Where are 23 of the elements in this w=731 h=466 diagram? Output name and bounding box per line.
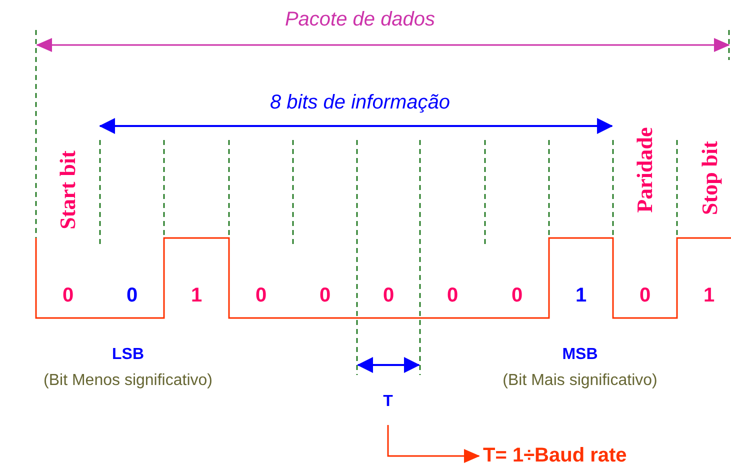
formula-label: T= 1÷Baud rate xyxy=(483,444,627,466)
bit-value: 0 xyxy=(62,284,74,308)
bit-value: 0 xyxy=(639,284,651,308)
bit-field-label: Stop bit xyxy=(697,141,723,215)
bit-value: 1 xyxy=(703,284,715,308)
bit-order-label: MSB xyxy=(562,346,598,364)
bit-field-label: Paridade xyxy=(632,127,658,213)
bit-value: 0 xyxy=(126,284,138,308)
bit-value: 0 xyxy=(511,284,523,308)
dimension-label: Pacote de dados xyxy=(284,8,436,32)
period-label: T xyxy=(383,393,393,411)
bit-field-label: Start bit xyxy=(55,150,81,230)
bit-value: 0 xyxy=(382,284,394,308)
dimension-label: 8 bits de informação xyxy=(270,92,450,114)
arrow xyxy=(387,425,480,463)
bit-order-note: (Bit Mais significativo) xyxy=(502,372,658,390)
bit-value: 1 xyxy=(190,284,202,308)
bit-order-note: (Bit Menos significativo) xyxy=(44,372,212,390)
bit-value: 0 xyxy=(446,284,458,308)
bit-value: 0 xyxy=(319,284,331,308)
bit-value: 1 xyxy=(575,284,587,308)
bit-value: 0 xyxy=(255,284,267,308)
bit-order-label: LSB xyxy=(112,346,144,364)
